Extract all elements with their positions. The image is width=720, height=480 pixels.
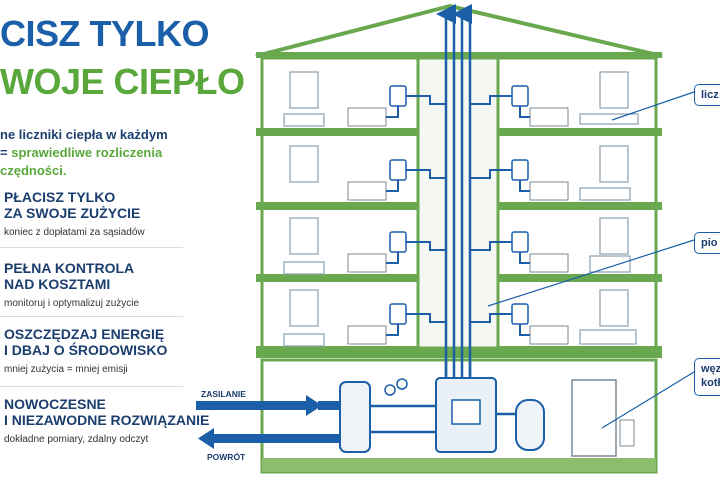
intro-line-1: ne liczniki ciepła w każdym [0, 127, 168, 142]
benefit-modern-solution: NOWOCZESNE I NIEZAWODNE ROZWIĄZANIE dokł… [0, 396, 210, 445]
intro-line-2-highlight: sprawiedliwe rozliczenia [11, 145, 163, 160]
roof [255, 3, 663, 58]
benefit-cost-control: PEŁNA KONTROLA NAD KOSZTAMI monitoruj i … [0, 260, 182, 309]
benefit-heading-2: ZA SWOJE ZUŻYCIE [4, 205, 141, 221]
intro-text: ne liczniki ciepła w każdym = sprawiedli… [0, 126, 168, 180]
divider [0, 316, 183, 317]
benefit-heading-1: NOWOCZESNE [4, 396, 106, 412]
callout-heat-meter: licz [694, 84, 720, 106]
title-line-1: CISZ TYLKO [0, 13, 210, 54]
callout-riser: pio [694, 232, 720, 254]
benefit-sub: monitoruj i optymalizuj zużycie [4, 298, 140, 309]
stair-core [416, 56, 500, 350]
benefit-heading-2: I DBAJ O ŚRODOWISKO [4, 342, 168, 358]
benefit-sub: mniej zużycia = mniej emisji [4, 364, 128, 375]
intro-line-2: = sprawiedliwe rozliczenia [0, 144, 168, 162]
benefit-sub: dokładne pomiary, zdalny odczyt [4, 434, 149, 445]
benefit-heading-2: I NIEZAWODNE ROZWIĄZANIE [4, 412, 210, 428]
benefit-pay-own-usage: PŁACISZ TYLKO ZA SWOJE ZUŻYCIE koniec z … [0, 189, 182, 238]
supply-label: ZASILANIE [201, 389, 246, 399]
radiators [347, 107, 569, 345]
return-label: POWRÓT [207, 452, 246, 462]
branch-pipes [386, 95, 530, 336]
benefit-heading-1: OSZCZĘDZAJ ENERGIĘ [4, 326, 165, 342]
benefit-heading-1: PEŁNA KONTROLA [4, 260, 135, 276]
divider [0, 247, 183, 248]
callout-leaders [487, 91, 695, 429]
return-arrow [198, 428, 340, 449]
callout-substation-line-1: węz [701, 363, 720, 375]
benefit-save-energy: OSZCZĘDZAJ ENERGIĘ I DBAJ O ŚRODOWISKO m… [0, 326, 182, 375]
benefit-heading-2: NAD KOSZTAMI [4, 276, 111, 292]
divider [0, 386, 183, 387]
intro-line-3: czędności. [0, 163, 67, 178]
supply-arrow [196, 395, 340, 416]
intro-line-2-prefix: = [0, 145, 12, 160]
benefit-heading-1: PŁACISZ TYLKO [4, 189, 116, 205]
benefit-sub: koniec z dopłatami za sąsiadów [4, 227, 145, 238]
callout-substation-line-2: kotł [701, 377, 720, 389]
substation-equipment [339, 377, 635, 457]
apartment-units [283, 71, 639, 347]
risers [436, 4, 472, 380]
callout-substation: węz kotł [694, 358, 720, 396]
basement-pipes [370, 362, 516, 434]
title-line-2: WOJE CIEPŁO [0, 61, 245, 102]
building-diagram [196, 3, 695, 474]
